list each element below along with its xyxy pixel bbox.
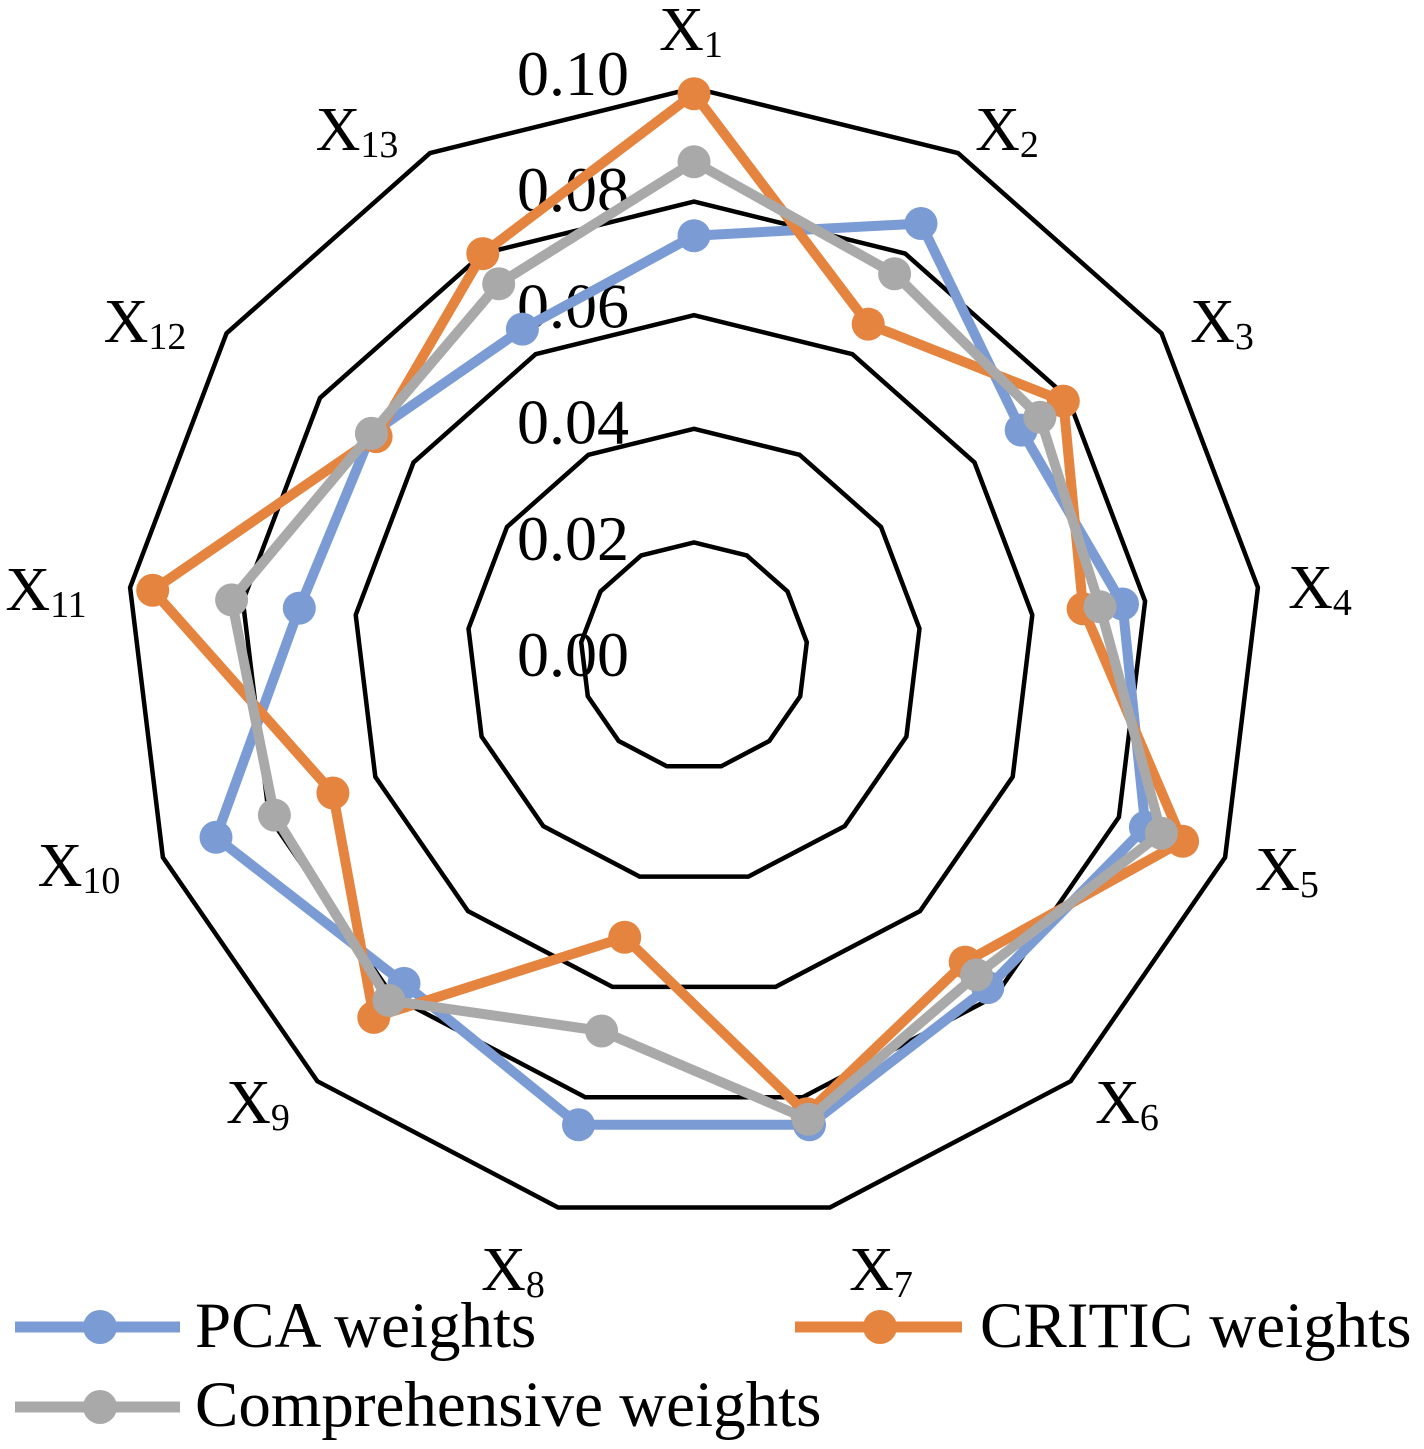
series-line [147, 88, 1188, 1119]
data-point [791, 1102, 825, 1136]
axis-label-main: X [38, 832, 83, 900]
axis-label-subscript: 7 [894, 1264, 913, 1306]
axis-label-x8: X8 [481, 1236, 545, 1306]
axis-label-main: X [1095, 1069, 1140, 1137]
data-point [562, 1108, 595, 1142]
legend-label: PCA weights [195, 1290, 536, 1362]
grid-ring-1 [578, 540, 810, 769]
axis-label-main: X [104, 288, 149, 356]
data-point [316, 776, 350, 810]
axis-label-x10: X10 [38, 832, 121, 902]
data-point [677, 219, 711, 253]
axis-label-subscript: 13 [360, 124, 398, 166]
axis-label-subscript: 8 [526, 1264, 545, 1306]
axis-label-subscript: 6 [1140, 1097, 1159, 1139]
tick-label: 0.00 [517, 619, 629, 690]
axis-label-x2: X2 [975, 96, 1039, 166]
data-point [282, 591, 316, 625]
axis-label-subscript: 9 [271, 1097, 290, 1139]
axis-label-main: X [226, 1069, 271, 1137]
axis-label-main: X [481, 1236, 526, 1304]
axis-label-subscript: 3 [1235, 316, 1254, 358]
series-line [211, 218, 1151, 1130]
data-point [608, 920, 642, 954]
axis-label-x11: X11 [5, 556, 86, 626]
series-line [226, 156, 1167, 1125]
data-point [199, 820, 233, 854]
legend-swatch-marker [83, 1310, 117, 1344]
data-point [585, 1014, 619, 1048]
axis-label-subscript: 10 [82, 860, 120, 902]
radial-tick-labels: 0.000.020.040.060.080.10 [517, 38, 629, 690]
data-point [482, 267, 516, 301]
axis-label-subscript: 2 [1020, 124, 1039, 166]
axis-label-x12: X12 [104, 288, 187, 358]
grid-ring-2 [466, 426, 922, 879]
axis-label-main: X [316, 96, 361, 164]
tick-label: 0.04 [517, 387, 629, 458]
data-point [257, 798, 291, 832]
axis-label-x5: X5 [1255, 836, 1319, 906]
series-1 [199, 207, 1162, 1142]
grid-ring-3 [353, 312, 1035, 990]
data-point [1144, 816, 1178, 850]
axis-label-main: X [1190, 288, 1235, 356]
data-point [372, 983, 406, 1017]
axis-label-x13: X13 [316, 96, 399, 166]
axis-label-main: X [1288, 554, 1333, 622]
axis-label-x9: X9 [226, 1069, 290, 1139]
data-point [1023, 400, 1057, 434]
legend-label: Comprehensive weights [195, 1369, 821, 1441]
grid-ring-4 [240, 199, 1148, 1100]
tick-label: 0.10 [517, 38, 629, 109]
axis-label-x7: X7 [849, 1236, 913, 1306]
legend-item-2: CRITIC weights [795, 1290, 1412, 1362]
axis-label-x4: X4 [1288, 554, 1352, 624]
data-point [1046, 384, 1080, 418]
axis-label-main: X [975, 96, 1020, 164]
legend-label: CRITIC weights [980, 1290, 1412, 1362]
axis-label-subscript: 11 [50, 584, 87, 626]
data-point [960, 958, 993, 992]
data-point [904, 207, 938, 240]
data-point [355, 416, 388, 450]
axis-label-main: X [5, 556, 50, 624]
axis-label-subscript: 4 [1333, 582, 1352, 624]
radar-grid-rings [127, 85, 1261, 1210]
legend-item-1: PCA weights [15, 1290, 536, 1362]
data-point [677, 145, 711, 179]
axis-label-x6: X6 [1095, 1069, 1159, 1139]
data-point [1083, 590, 1117, 624]
data-series [136, 77, 1200, 1142]
series-2 [136, 77, 1200, 1131]
data-point [878, 257, 912, 291]
data-point [215, 583, 249, 617]
legend-item-3: Comprehensive weights [15, 1369, 821, 1441]
data-point [677, 77, 711, 111]
axis-label-x1: X1 [659, 0, 723, 66]
axis-label-main: X [849, 1236, 894, 1304]
legend-swatch-marker [863, 1310, 897, 1344]
data-point [136, 573, 170, 607]
series-3 [215, 145, 1178, 1136]
data-point [851, 307, 885, 341]
tick-label: 0.02 [517, 503, 629, 574]
axis-label-subscript: 12 [148, 316, 186, 358]
data-point [466, 237, 500, 271]
axis-label-main: X [1255, 836, 1300, 904]
axis-label-subscript: 5 [1300, 864, 1319, 906]
axis-label-subscript: 1 [704, 24, 723, 66]
grid-ring-5 [127, 85, 1261, 1210]
legend-swatch-marker [83, 1390, 117, 1424]
axis-label-main: X [659, 0, 704, 64]
axis-label-x3: X3 [1190, 288, 1254, 358]
data-point [505, 312, 539, 346]
